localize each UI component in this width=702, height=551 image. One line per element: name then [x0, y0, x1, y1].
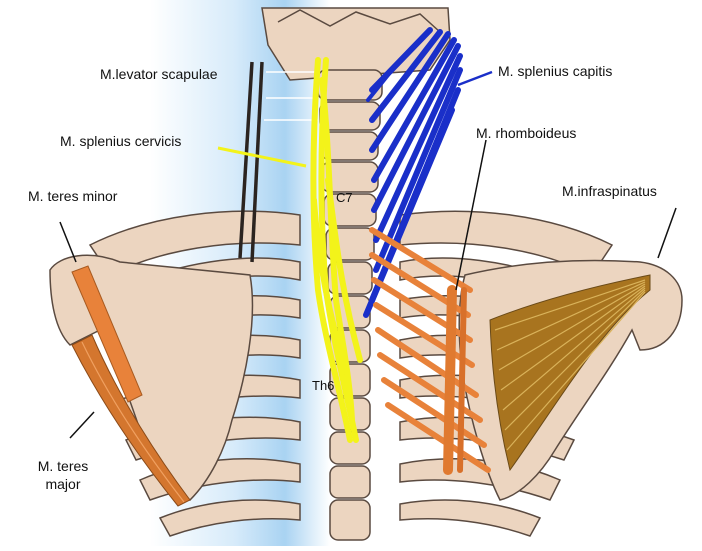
label-teres-major-line1: M. teres [37, 458, 89, 474]
label-teres-minor: M. teres minor [28, 188, 118, 204]
label-th6: Th6 [312, 378, 335, 393]
label-teres-major: M. teres major [28, 457, 98, 493]
teres-minor-muscle [71, 265, 143, 403]
levator-scapulae-muscle [238, 61, 318, 263]
infraspinatus-fibers [494, 279, 646, 451]
label-rhomboideus: M. rhomboideus [476, 125, 577, 141]
splenius-cervicis-muscle [310, 57, 363, 443]
rhomboideus-muscle [369, 227, 491, 475]
label-levator-scapulae: M.levator scapulae [100, 66, 218, 82]
label-infraspinatus: M.infraspinatus [562, 183, 657, 199]
teres-major-muscle [71, 334, 191, 507]
label-teres-major-line2: major [45, 476, 81, 492]
pointer-lines [59, 70, 677, 439]
infraspinatus-muscle [489, 274, 651, 472]
label-splenius-capitis: M. splenius capitis [498, 63, 613, 79]
label-c7: C7 [336, 190, 353, 205]
shoulder-girdle [88, 210, 614, 276]
label-splenius-cervicis: M. splenius cervicis [60, 133, 182, 149]
